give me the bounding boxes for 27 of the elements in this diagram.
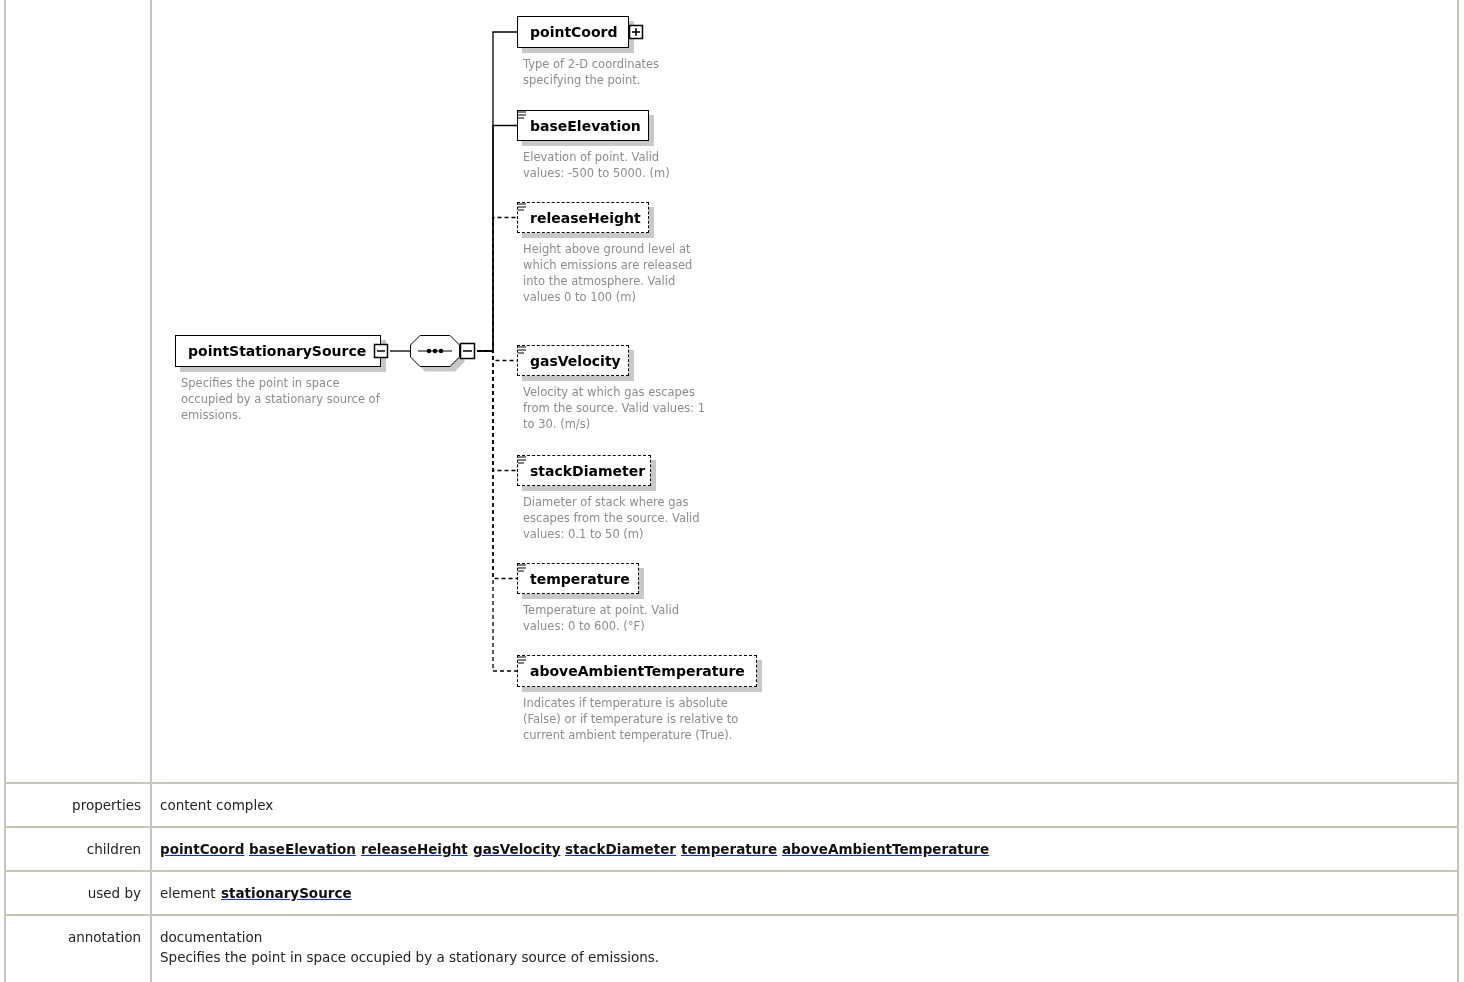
link-text: stackDiameter xyxy=(565,841,676,857)
element-description: Height above ground level at which emissions are released into the atmosphere. Valid values 0 to 100 (m) xyxy=(523,241,694,305)
link-text: pointCoord xyxy=(160,841,245,857)
sequence-compositor xyxy=(410,335,476,373)
element-description: Elevation of point. Valid values: -500 to 5000. (m) xyxy=(523,149,671,181)
element-description: Type of 2-D coordinates specifying the point. xyxy=(523,56,661,88)
row-header: properties xyxy=(72,797,141,813)
link-text: temperature xyxy=(681,841,778,857)
connector-line xyxy=(389,350,411,352)
cell-text: documentation xyxy=(160,929,263,945)
link-text: aboveAmbientTemperature xyxy=(782,841,990,857)
link-text: baseElevation xyxy=(249,841,356,857)
cell-text: element xyxy=(160,885,216,901)
element-description: Diameter of stack where gas escapes from the source. Valid values: 0.1 to 50 (m) xyxy=(523,494,701,542)
connector-line xyxy=(476,350,518,672)
link-text: gasVelocity xyxy=(473,841,561,857)
element-description: Specifies the point in space occupied by a stationary source of emissions. xyxy=(181,375,381,423)
element-description: Temperature at point. Valid values: 0 to 600. (°F) xyxy=(523,602,681,634)
link-text: stationarySource xyxy=(221,885,352,901)
row-header: children xyxy=(86,841,141,857)
link-text: releaseHeight xyxy=(361,841,468,857)
cell-text: Specifies the point in space occupied by a stationary source of emissions. xyxy=(160,949,660,965)
cell-text: content complex xyxy=(160,797,274,813)
row-header: annotation xyxy=(67,929,141,945)
row-header: used by xyxy=(87,885,141,901)
element-description: Velocity at which gas escapes from the source. Valid values: 1 to 30. (m/s) xyxy=(523,384,707,432)
element-description: Indicates if temperature is absolute (False) or if temperature is relative to current ambient temperature (True). xyxy=(523,695,740,743)
